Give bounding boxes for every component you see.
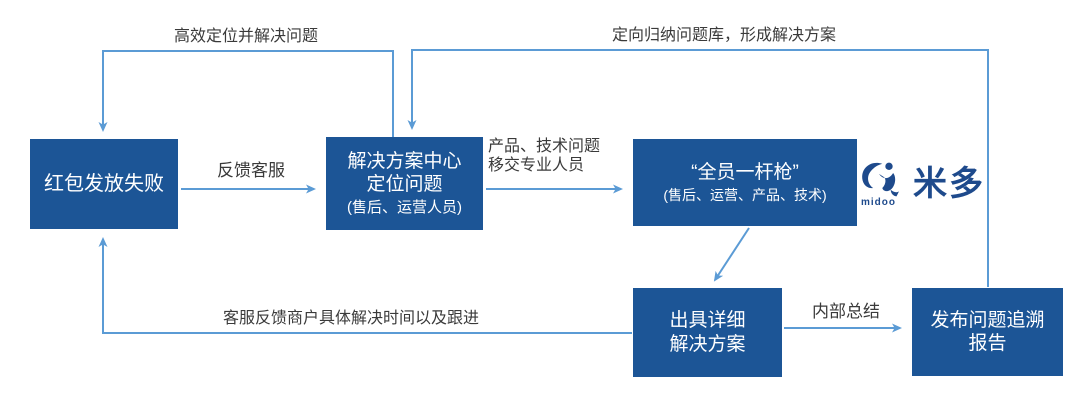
- midoo-logo-latin: midoo: [861, 197, 896, 208]
- midoo-figure-icon: [859, 158, 909, 198]
- node-solution-center: 解决方案中心 定位问题 (售后、运营人员): [326, 137, 483, 230]
- edge-label-transfer-line2: 移交专业人员: [488, 156, 585, 174]
- node-detailed-solution: 出具详细 解决方案: [633, 288, 782, 377]
- midoo-logo-chinese: 米多: [913, 165, 985, 203]
- edge-label-top-right: 定向归纳问题库，形成解决方案: [611, 27, 836, 44]
- node-allhands: “全员一杆枪” (售后、运营、产品、技术): [633, 139, 857, 226]
- node-solution-center-subtitle: (售后、运营人员): [347, 198, 462, 216]
- node-redpacket-fail: 红包发放失败: [30, 139, 178, 229]
- edge-label-transfer-line1: 产品、技术问题: [488, 138, 601, 155]
- edge-label-internal-summary: 内部总结: [812, 302, 880, 321]
- node-detailed-solution-title-line2: 解决方案: [669, 333, 746, 355]
- edge-label-feedback: 反馈客服: [217, 161, 285, 180]
- node-detailed-solution-title-line1: 出具详细: [669, 310, 746, 332]
- node-solution-center-title-line2: 定位问题: [366, 174, 443, 196]
- node-solution-center-title-line1: 解决方案中心: [347, 151, 462, 173]
- node-trace-report-title-line2: 报告: [968, 333, 1007, 354]
- node-allhands-title: “全员一杆枪”: [691, 162, 799, 184]
- edge-top-right-connector: [407, 49, 989, 287]
- midoo-logo: midoo 米多: [857, 150, 985, 220]
- node-trace-report: 发布问题追溯 报告: [912, 288, 1063, 376]
- edge-bottom-connector: [98, 237, 632, 334]
- node-redpacket-fail-title: 红包发放失败: [44, 172, 164, 195]
- node-allhands-subtitle: (售后、运营、产品、技术): [663, 186, 827, 203]
- edge-allhands-to-solution-arrow: [713, 227, 750, 282]
- edge-label-bottom: 客服反馈商户具体解决时间以及跟进: [222, 310, 479, 327]
- node-trace-report-title-line1: 发布问题追溯: [930, 309, 1045, 331]
- edge-label-top-left: 高效定位并解决问题: [173, 28, 318, 45]
- edge-label-transfer: 产品、技术问题 移交专业人员: [488, 138, 638, 175]
- edge-top-left-connector: [98, 50, 394, 137]
